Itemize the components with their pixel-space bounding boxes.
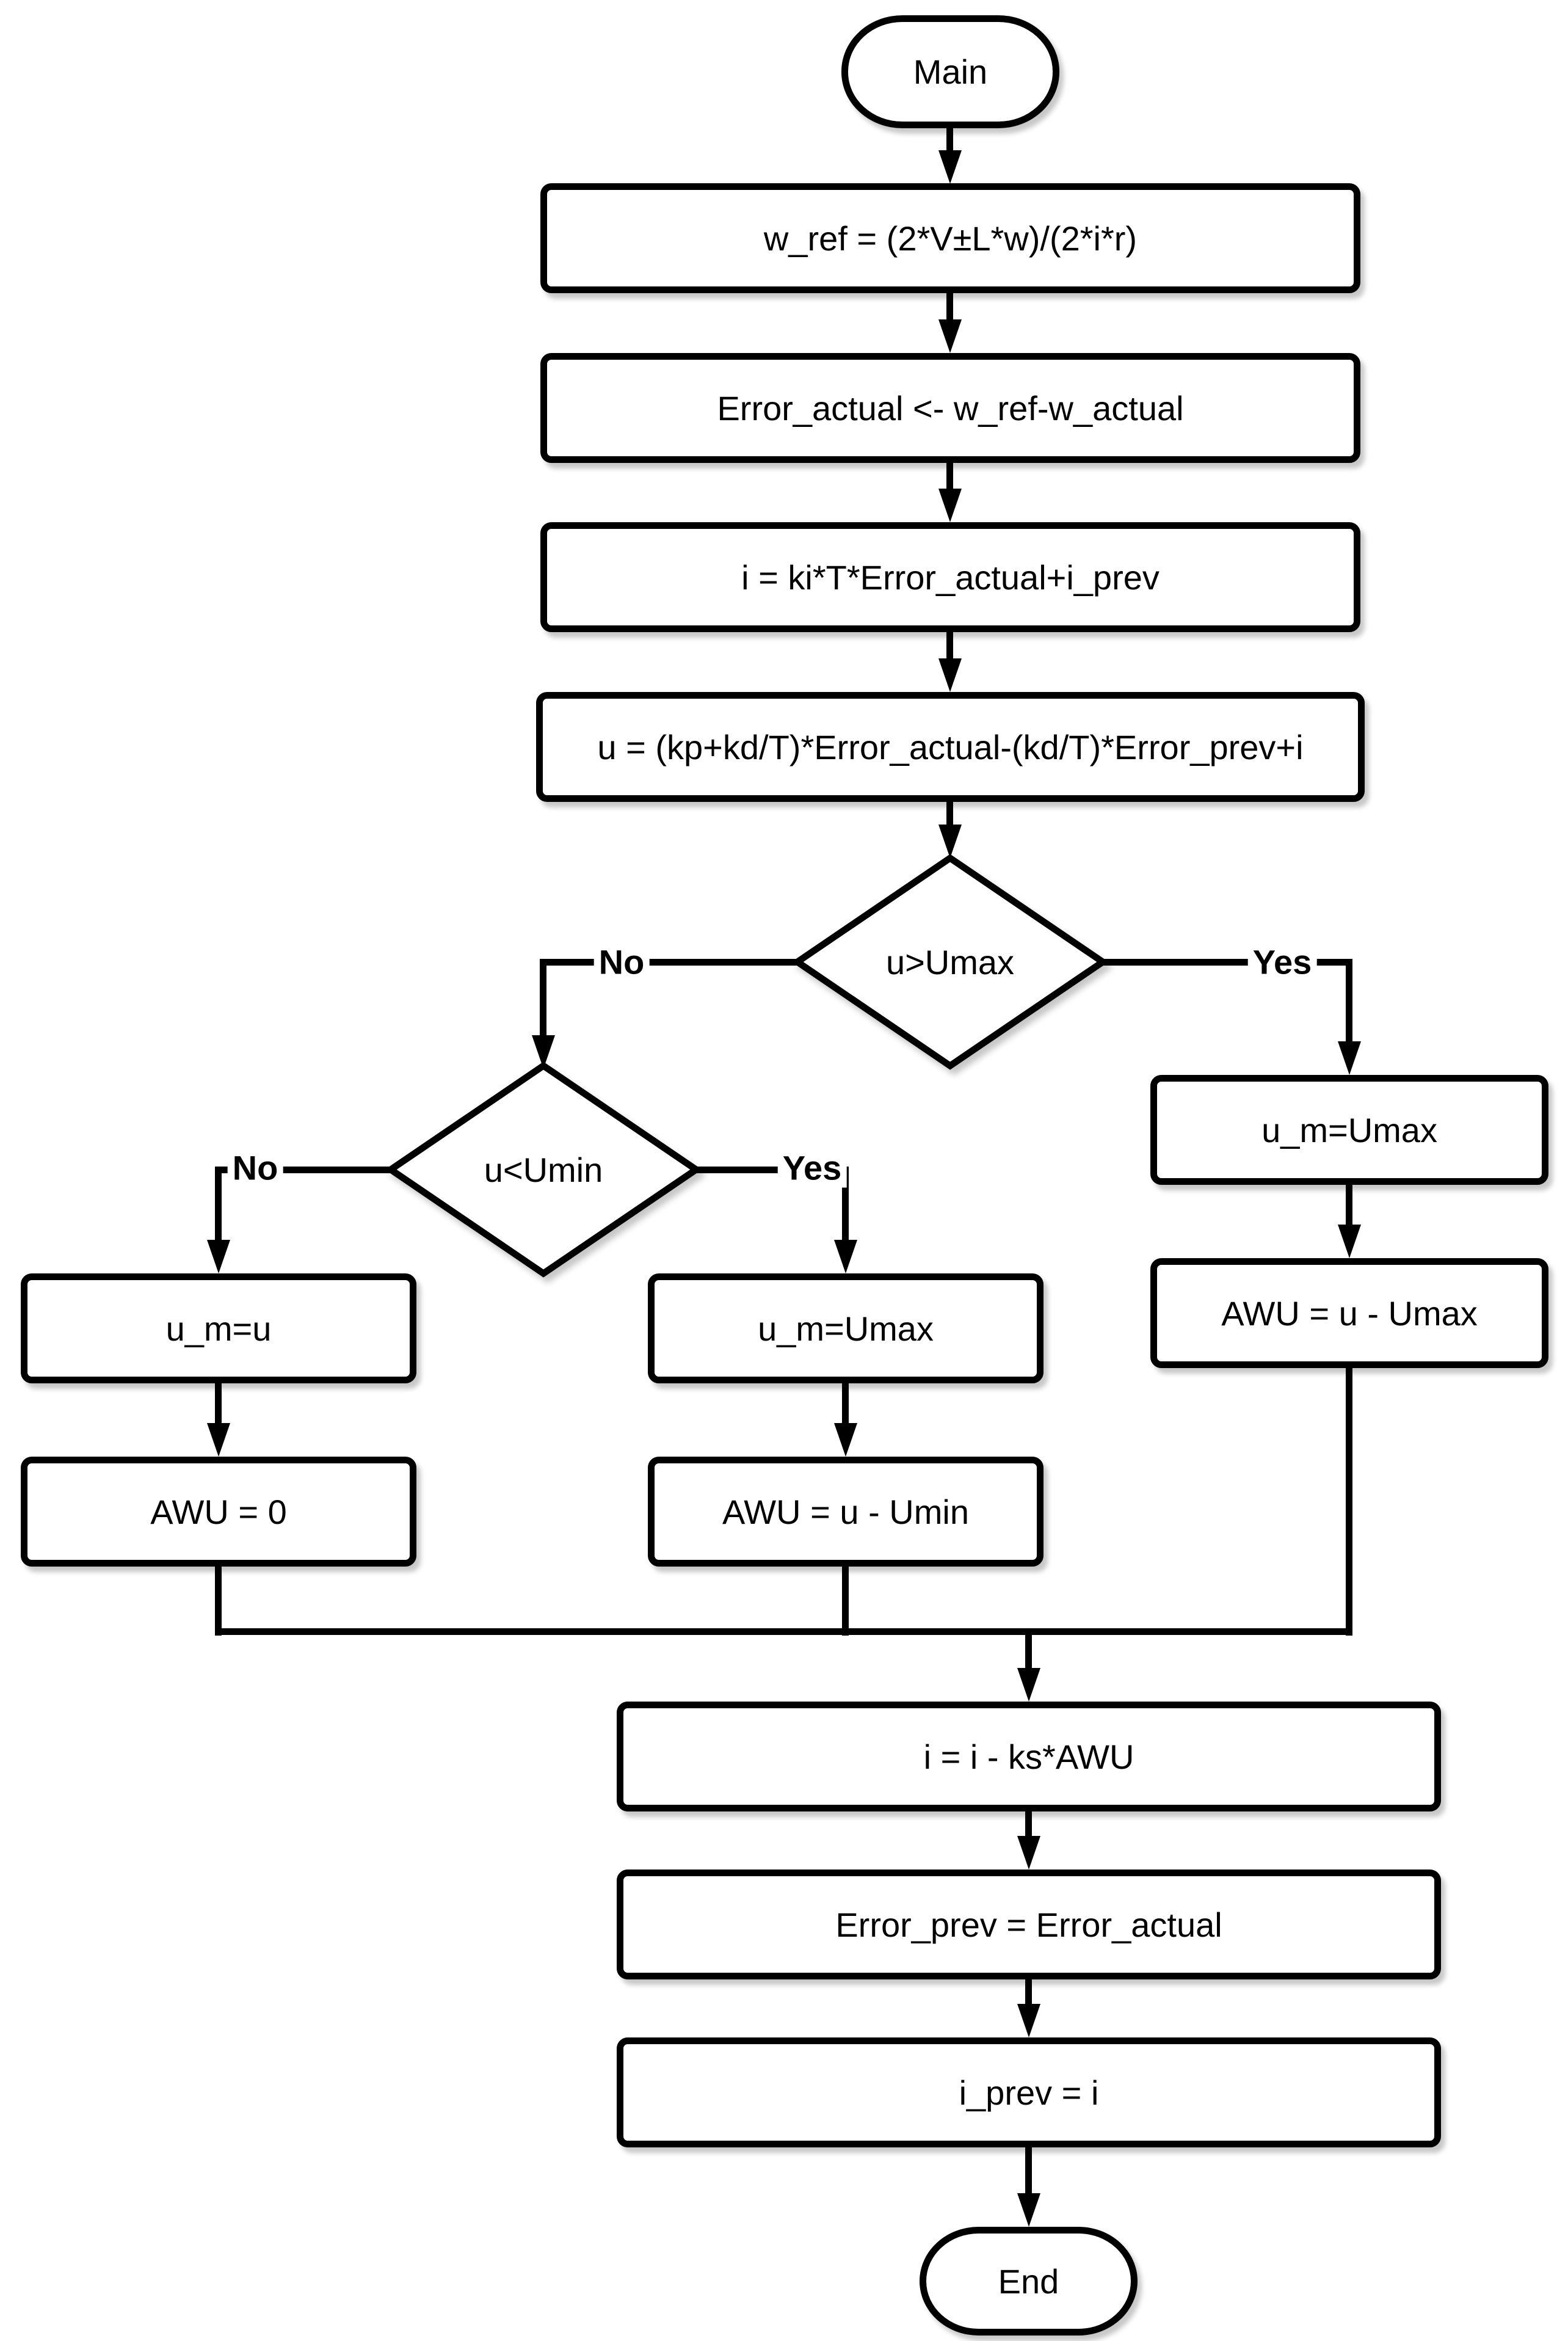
arrowhead-icon — [1017, 2193, 1040, 2227]
edge-label-umin-no: No — [227, 1148, 283, 1188]
arrowhead-icon — [1338, 1041, 1361, 1075]
edge-leftawu-merge — [215, 1565, 222, 1636]
edge-umin-no-h — [215, 1167, 398, 1173]
node-label: u>Umax — [885, 942, 1015, 981]
process-left-awu: AWU = 0 — [21, 1457, 416, 1567]
arrowhead-icon — [938, 150, 962, 184]
edge-midawu-merge — [842, 1565, 849, 1636]
edge-rightawu-merge — [1346, 1367, 1352, 1636]
process-control-u: u = (kp+kd/T)*Error_actual-(kd/T)*Error_… — [536, 692, 1365, 802]
process-wref: w_ref = (2*V±L*w)/(2*i*r) — [540, 183, 1360, 293]
decision-umax: u>Umax — [791, 852, 1109, 1072]
edge-umax-no-h — [540, 959, 803, 966]
edge-midum-midawu — [842, 1382, 849, 1424]
edge-label-umax-yes: Yes — [1247, 942, 1317, 982]
process-save-i: i_prev = i — [617, 2037, 1441, 2147]
node-label: u<Umin — [484, 1150, 603, 1189]
process-update-i: i = i - ks*AWU — [617, 1702, 1441, 1811]
node-label: i = i - ks*AWU — [923, 1737, 1134, 1776]
node-label: u_m=u — [165, 1309, 272, 1348]
process-mid-awu: AWU = u - Umin — [648, 1457, 1044, 1567]
edge-main-wref — [946, 127, 953, 151]
arrowhead-icon — [834, 1423, 857, 1457]
process-error-actual: Error_actual <- w_ref-w_actual — [540, 353, 1360, 463]
diamond-shape — [385, 1061, 702, 1278]
node-label: AWU = u - Umax — [1221, 1294, 1478, 1333]
edge-umin-yes-h — [690, 1167, 849, 1173]
arrowhead-icon — [1338, 1225, 1361, 1258]
arrowhead-icon — [938, 658, 962, 692]
edge-label-umin-yes: Yes — [777, 1148, 847, 1188]
edge-merge-updatei — [1025, 1628, 1032, 1669]
arrowhead-icon — [1017, 2004, 1040, 2037]
edge-umax-yes-h — [1096, 959, 1352, 966]
edge-updatei-saveerror — [1025, 1810, 1032, 1837]
arrowhead-icon — [834, 1240, 857, 1273]
arrowhead-icon — [938, 489, 962, 522]
process-right-awu: AWU = u - Umax — [1150, 1258, 1548, 1368]
arrowhead-icon — [1017, 1836, 1040, 1870]
edge-umax-no-v — [540, 959, 546, 1036]
process-mid-um: u_m=Umax — [648, 1273, 1044, 1383]
terminator-main: Main — [841, 15, 1059, 128]
edge-integral-control — [946, 631, 953, 660]
edge-umax-yes-v — [1346, 959, 1352, 1043]
node-label: i_prev = i — [959, 2073, 1099, 2112]
node-label: AWU = u - Umin — [722, 1492, 969, 1531]
arrowhead-icon — [1017, 1668, 1040, 1702]
process-left-um: u_m=u — [21, 1273, 416, 1383]
edge-umin-no-v — [215, 1167, 222, 1241]
arrowhead-icon — [207, 1240, 230, 1273]
arrowhead-icon — [938, 825, 962, 858]
edge-merge-h — [215, 1628, 1352, 1635]
edge-umin-yes-v — [842, 1167, 849, 1241]
node-label: Error_prev = Error_actual — [835, 1905, 1222, 1944]
node-label: Error_actual <- w_ref-w_actual — [717, 388, 1184, 428]
edge-control-checkumax — [946, 801, 953, 826]
node-label: u_m=Umax — [1261, 1110, 1437, 1149]
node-label: End — [998, 2262, 1059, 2301]
edge-error-integral — [946, 462, 953, 490]
edge-rightum-rightawu — [1346, 1184, 1352, 1226]
terminator-end: End — [920, 2227, 1138, 2336]
process-right-um: u_m=Umax — [1150, 1075, 1548, 1185]
edge-leftum-leftawu — [215, 1382, 222, 1424]
edge-wref-error — [946, 292, 953, 321]
edge-saveerror-savei — [1025, 1978, 1032, 2005]
node-label: w_ref = (2*V±L*w)/(2*i*r) — [763, 219, 1138, 258]
arrowhead-icon — [938, 319, 962, 353]
decision-umin: u<Umin — [385, 1060, 702, 1280]
edge-label-umax-no: No — [593, 942, 650, 982]
process-save-error: Error_prev = Error_actual — [617, 1870, 1441, 1979]
node-label: i = ki*T*Error_actual+i_prev — [741, 558, 1160, 597]
node-label: u_m=Umax — [758, 1309, 934, 1348]
process-integral: i = ki*T*Error_actual+i_prev — [540, 522, 1360, 632]
diamond-shape — [791, 854, 1109, 1070]
node-label: AWU = 0 — [150, 1492, 287, 1531]
arrowhead-icon — [207, 1423, 230, 1457]
edge-savei-end — [1025, 2146, 1032, 2194]
node-label: u = (kp+kd/T)*Error_actual-(kd/T)*Error_… — [597, 727, 1304, 766]
node-label: Main — [913, 53, 988, 91]
